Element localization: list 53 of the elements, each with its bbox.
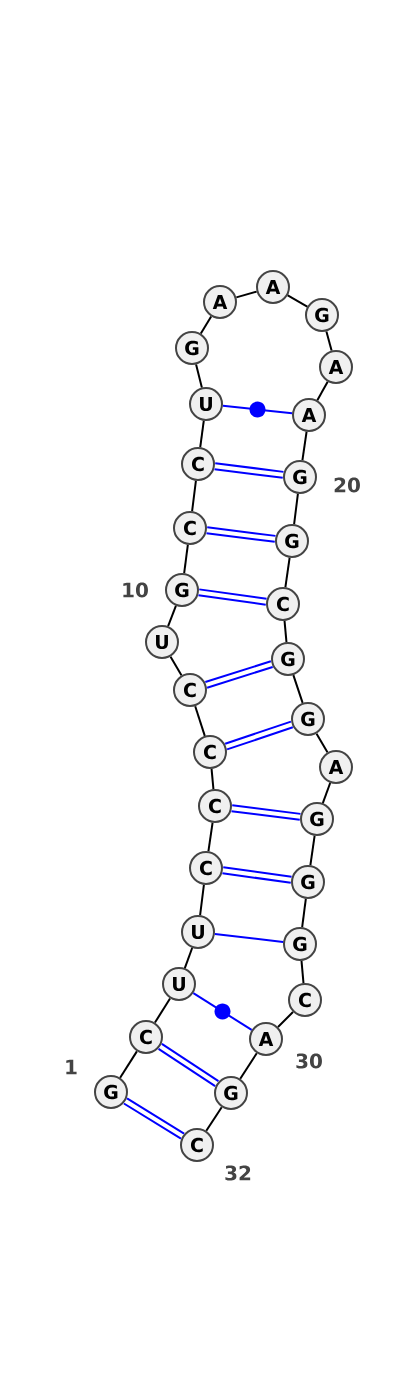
position-number: 10 [123,582,148,598]
base-pair-line [204,660,272,683]
base-pair-line [222,866,293,878]
base-pair-line [230,810,301,821]
backbone-line [199,419,205,449]
backbone-line [194,705,206,737]
backbone-line [154,997,171,1024]
backbone-line [286,294,309,308]
backbone-line [183,947,194,970]
backbone-line [309,834,316,867]
position-number: 32 [225,1165,251,1181]
backbone-line [284,556,291,589]
backbone-line [191,479,197,513]
backbone-line [277,1011,294,1028]
backbone-line [210,767,215,791]
backbone-line [199,883,205,917]
base-pair-line [226,726,294,751]
backbone-line [293,492,299,526]
backbone-line [195,363,203,389]
position-number: 1 [66,1059,77,1075]
backbone-line [199,315,213,335]
backbone-line [283,619,288,644]
backbone-line [301,430,308,462]
backbone-line [205,1106,223,1132]
backbone-line [325,330,333,352]
backbone-line [300,959,305,985]
base-pair-line [198,588,268,600]
base-pair-line [214,462,285,473]
position-number: 30 [296,1053,322,1069]
backbone-line [167,604,177,628]
base-pair-line [197,594,267,606]
base-pair-line [213,933,285,944]
base-pair-line [224,720,292,745]
backbone-line [169,655,183,677]
base-pair-line [221,872,292,884]
backbone-line [316,380,329,402]
backbone-line [183,543,189,575]
base-pair-line [221,404,294,415]
backbone-line [321,782,332,805]
backbone-line [315,732,329,754]
backbone-line [207,821,214,853]
backbone-line [239,1052,258,1080]
base-pair-line [206,526,277,537]
base-pair-line [205,532,276,543]
base-pair-line [206,666,274,689]
position-number: 20 [334,477,360,493]
backbone-line [301,897,307,929]
backbone-line [119,1050,138,1079]
base-pair-line [192,992,253,1031]
backbone-line [235,290,258,299]
backbone-line [292,674,304,704]
base-pair-line [231,804,302,815]
base-pair-line [213,468,284,479]
